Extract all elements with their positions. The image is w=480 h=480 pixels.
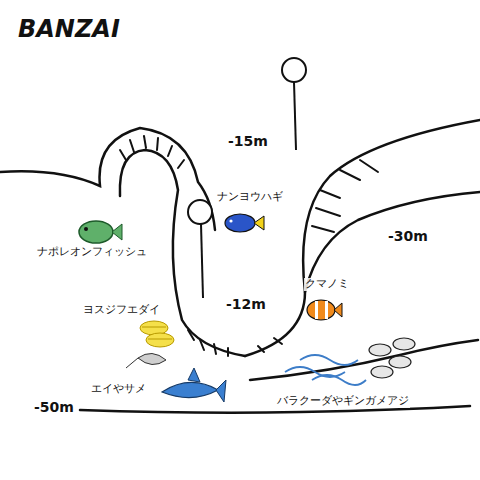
slope-hatching bbox=[120, 136, 378, 356]
fish-label: バラクーダやギンガメアジ bbox=[276, 395, 410, 408]
shark bbox=[162, 368, 226, 402]
yellow-snapper bbox=[140, 321, 174, 347]
depth-label: -30m bbox=[388, 228, 428, 244]
stingray bbox=[126, 353, 166, 368]
fish-label: ヨスジフエダイ bbox=[82, 304, 161, 317]
reef-outline bbox=[0, 120, 480, 413]
map-title: BANZAI bbox=[18, 16, 120, 44]
depth-label: -12m bbox=[226, 296, 266, 312]
fish-label: クマノミ bbox=[304, 278, 350, 291]
fish-label: エイやサメ bbox=[90, 383, 147, 396]
fish-label: ナポレオンフィッシュ bbox=[36, 246, 148, 259]
fish-label: ナンヨウハギ bbox=[216, 191, 284, 204]
clownfish bbox=[307, 300, 342, 320]
depth-label: -15m bbox=[228, 133, 268, 149]
buoy-marker bbox=[188, 58, 306, 298]
depth-label: -50m bbox=[34, 399, 74, 415]
barracuda-school bbox=[285, 355, 366, 385]
blue-tang bbox=[225, 214, 264, 232]
napoleon-fish bbox=[79, 221, 122, 243]
jack-school bbox=[369, 338, 415, 378]
